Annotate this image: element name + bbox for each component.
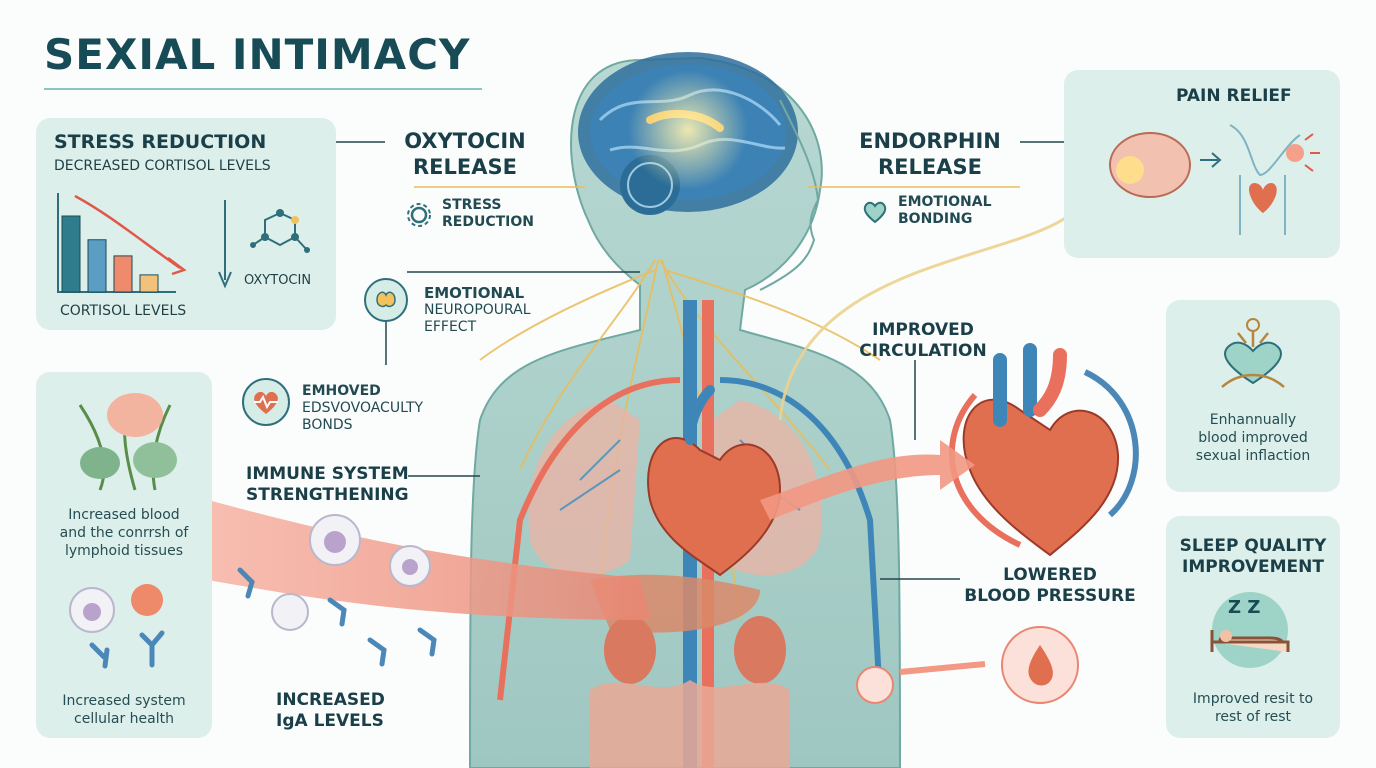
- brain-badge-icon: [364, 278, 408, 322]
- sleep-zz: Z Z: [1228, 597, 1261, 618]
- blood-drop-arrow: [899, 661, 986, 675]
- endorphin-sub: EMOTIONAL BONDING: [898, 194, 992, 228]
- lymph-text-3: lymphoid tissues: [64, 543, 184, 559]
- sleep-bed-icon: [1200, 590, 1300, 670]
- title-divider: [44, 88, 482, 90]
- chart-xlabel: CORTISOL LEVELS: [60, 303, 187, 319]
- lymph-text-1: Increased blood: [68, 507, 180, 523]
- emotional-effect-line1: EMOTIONAL: [424, 284, 525, 302]
- pain-illustration: [1100, 115, 1330, 245]
- oxytocin-sub-line1: STRESS: [442, 197, 502, 213]
- enhanced-bonds-label: EMHOVED EDSVOVOACULTY BONDS: [302, 383, 423, 434]
- lymph-tissue-illustration: [60, 385, 190, 495]
- sleep-heading-1: SLEEP QUALITY: [1179, 536, 1327, 556]
- lymph-text-top: Increased blood and the conrrsh of lymph…: [36, 506, 212, 560]
- enhanced-bonds-line2: EDSVOVOACULTY: [302, 400, 424, 416]
- oxytocin-title: OXYTOCIN RELEASE: [390, 128, 540, 180]
- stress-heading: STRESS REDUCTION: [54, 131, 267, 153]
- molecule-icon: [245, 205, 315, 265]
- sleep-text-2: rest of rest: [1214, 709, 1292, 725]
- heart-outline-icon: [862, 200, 888, 224]
- endorphin-sub-line1: EMOTIONAL: [898, 194, 992, 210]
- intestines: [590, 680, 790, 768]
- immune-line1: IMMUNE SYSTEM: [246, 464, 409, 484]
- oxytocin-sub: STRESS REDUCTION: [442, 197, 534, 231]
- cells-illustration: [62, 575, 192, 675]
- circulation-line1: IMPROVED: [872, 320, 974, 340]
- heart-large-icon: [948, 343, 1139, 557]
- face-profile: [759, 99, 820, 291]
- lymph-text-2: and the conrrsh of: [59, 525, 189, 541]
- blood-pressure-line2: BLOOD PRESSURE: [964, 586, 1136, 606]
- oxytocin-sub-line2: REDUCTION: [442, 214, 534, 230]
- sexual-text: Enhannually blood improved sexual inflac…: [1166, 411, 1340, 465]
- enhanced-bonds-line3: BONDS: [302, 417, 353, 433]
- lymph-text-5: cellular health: [74, 711, 174, 727]
- brain-icon: [578, 52, 798, 215]
- oxytocin-line1: OXYTOCIN: [404, 129, 526, 153]
- pain-heading: PAIN RELIEF: [1176, 86, 1292, 106]
- endorphin-title: ENDORPHIN RELEASE: [845, 128, 1015, 180]
- emotional-effect-line3: EFFECT: [424, 319, 477, 335]
- enhanced-bonds-line1: EMHOVED: [302, 383, 381, 399]
- endorphin-sub-line2: BONDING: [898, 211, 973, 227]
- stress-subheading: DECREASED CORTISOL LEVELS: [54, 158, 271, 174]
- down-arrow-icon: [218, 200, 232, 290]
- immune-line2: STRENGTHENING: [246, 485, 409, 505]
- molecule-label: OXYTOCIN: [244, 273, 312, 288]
- emotional-effect-line2: NEUROPOURAL: [424, 302, 531, 318]
- lymph-text-bottom: Increased system cellular health: [36, 692, 212, 728]
- circulation-label: IMPROVED CIRCULATION: [858, 320, 988, 362]
- endorphin-line1: ENDORPHIN: [859, 129, 1001, 153]
- gear-icon: [406, 202, 432, 228]
- sleep-text: Improved resit to rest of rest: [1166, 690, 1340, 726]
- heartbeat-badge-icon: [242, 378, 290, 426]
- circulation-line2: CIRCULATION: [859, 341, 987, 361]
- intimacy-icon: [1210, 315, 1296, 395]
- emotional-effect-label: EMOTIONAL NEUROPOURAL EFFECT: [424, 285, 531, 336]
- iga-line2: IgA LEVELS: [276, 711, 384, 731]
- sexual-text-3: sexual inflaction: [1195, 448, 1311, 464]
- sexual-text-1: Enhannually: [1209, 412, 1297, 428]
- blood-pressure-line1: LOWERED: [1003, 565, 1097, 585]
- page-title: SEXIAL INTIMACY: [44, 30, 471, 79]
- lymph-text-4: Increased system: [62, 693, 186, 709]
- circulation-arrow: [760, 440, 975, 520]
- immune-label: IMMUNE SYSTEM STRENGTHENING: [246, 464, 409, 506]
- oxytocin-line2: RELEASE: [413, 155, 517, 179]
- kidney-right: [734, 616, 786, 684]
- kidney-left: [604, 616, 656, 684]
- sleep-heading: SLEEP QUALITY IMPROVEMENT: [1166, 536, 1340, 578]
- endorphin-line2: RELEASE: [878, 155, 982, 179]
- immune-cells: [237, 514, 437, 667]
- sleep-text-1: Improved resit to: [1192, 691, 1314, 707]
- sleep-heading-2: IMPROVEMENT: [1182, 557, 1324, 577]
- heart-icon: [647, 385, 782, 577]
- blood-pressure-label: LOWERED BLOOD PRESSURE: [962, 565, 1138, 607]
- iga-label: INCREASED IgA LEVELS: [276, 690, 385, 732]
- sexual-text-2: blood improved: [1198, 430, 1308, 446]
- iga-line1: INCREASED: [276, 690, 385, 710]
